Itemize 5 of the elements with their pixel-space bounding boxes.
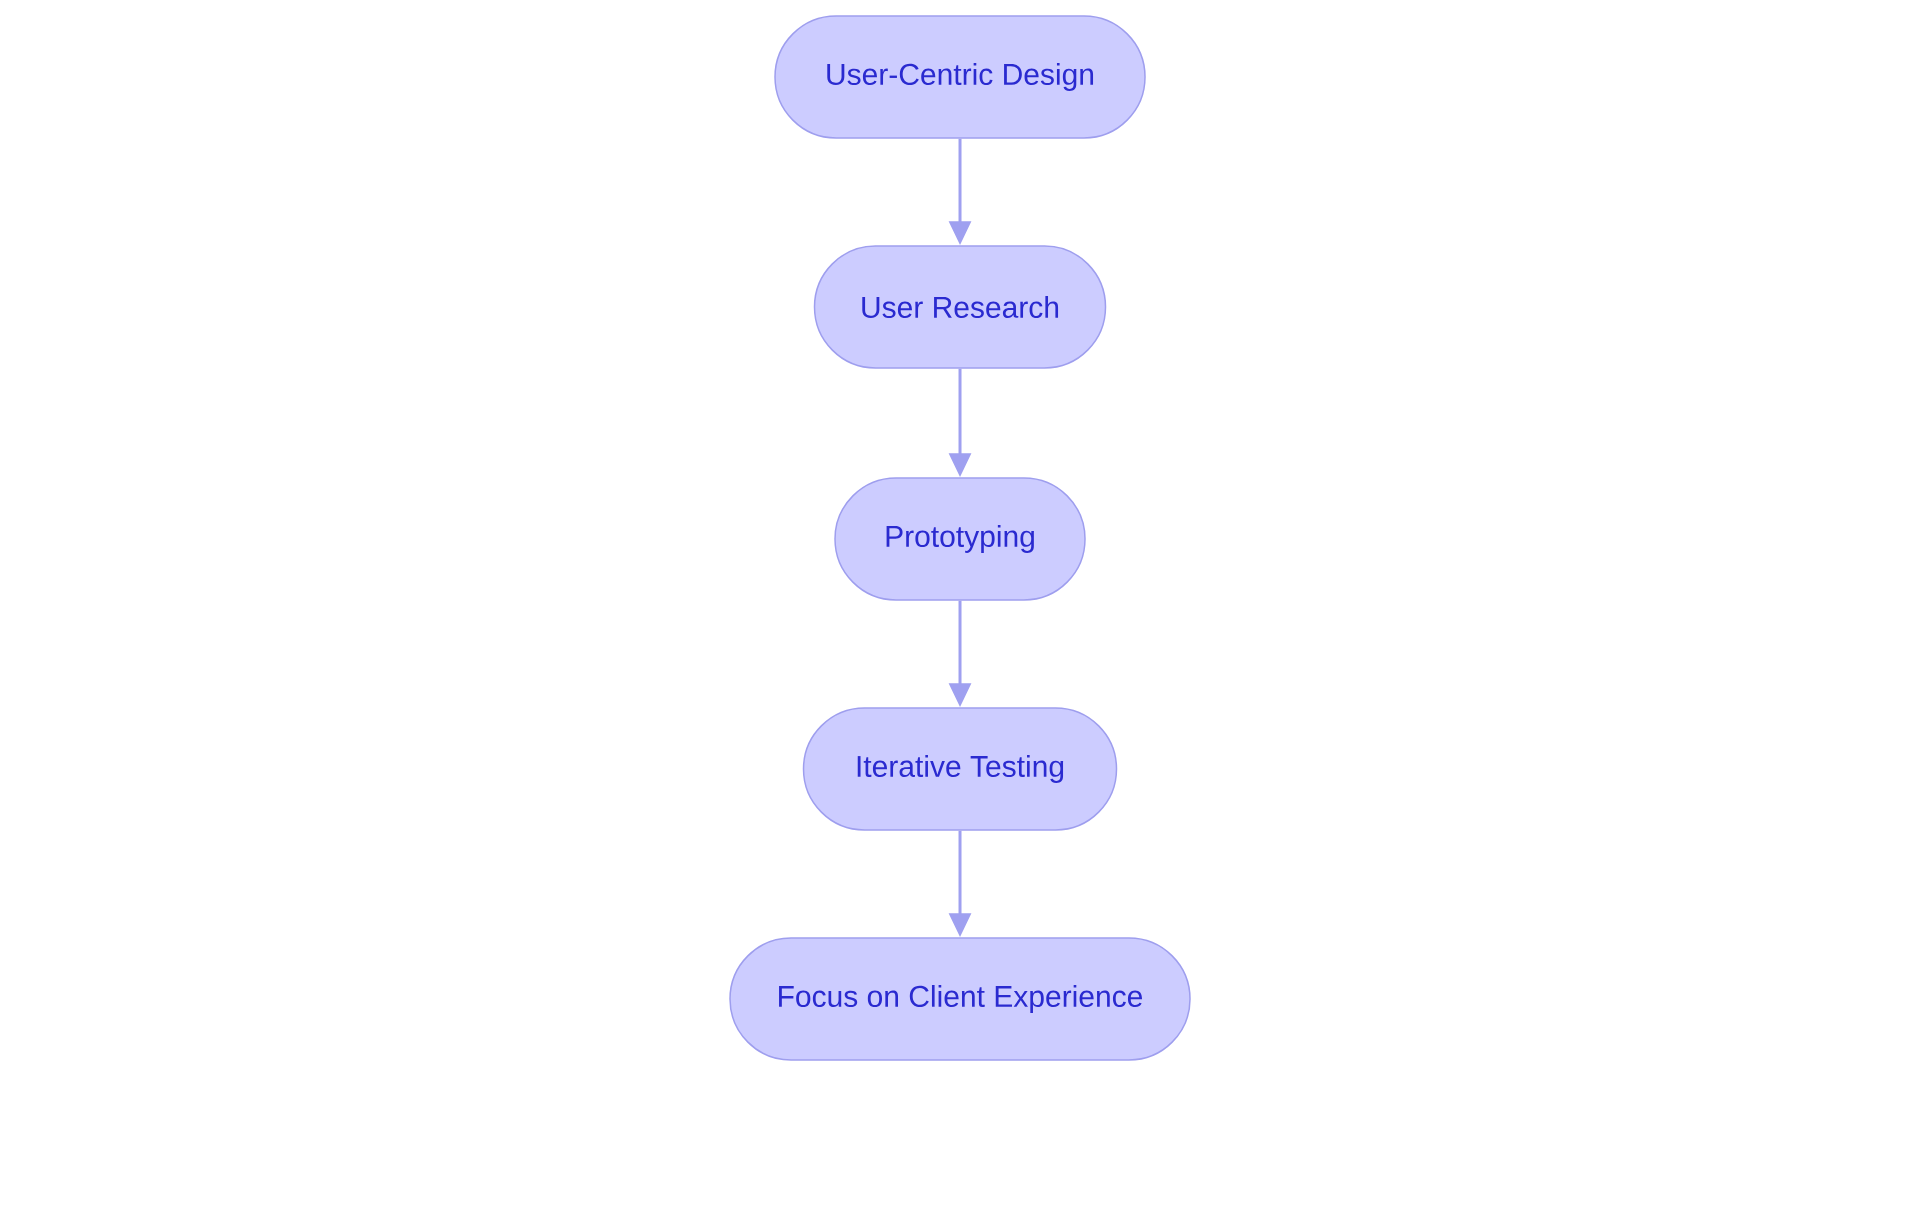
process-box: Focus on Client Experience <box>729 937 1191 1061</box>
process-box: Iterative Testing <box>802 707 1118 831</box>
process-box: User-Centric Design <box>774 15 1146 139</box>
process-box: User Research <box>813 245 1107 369</box>
process-box: Prototyping <box>834 477 1086 601</box>
